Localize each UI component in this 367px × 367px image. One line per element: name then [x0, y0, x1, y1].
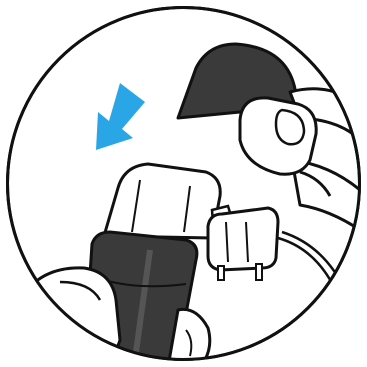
illustration-canvas	[0, 0, 367, 367]
instruction-illustration	[0, 0, 367, 367]
